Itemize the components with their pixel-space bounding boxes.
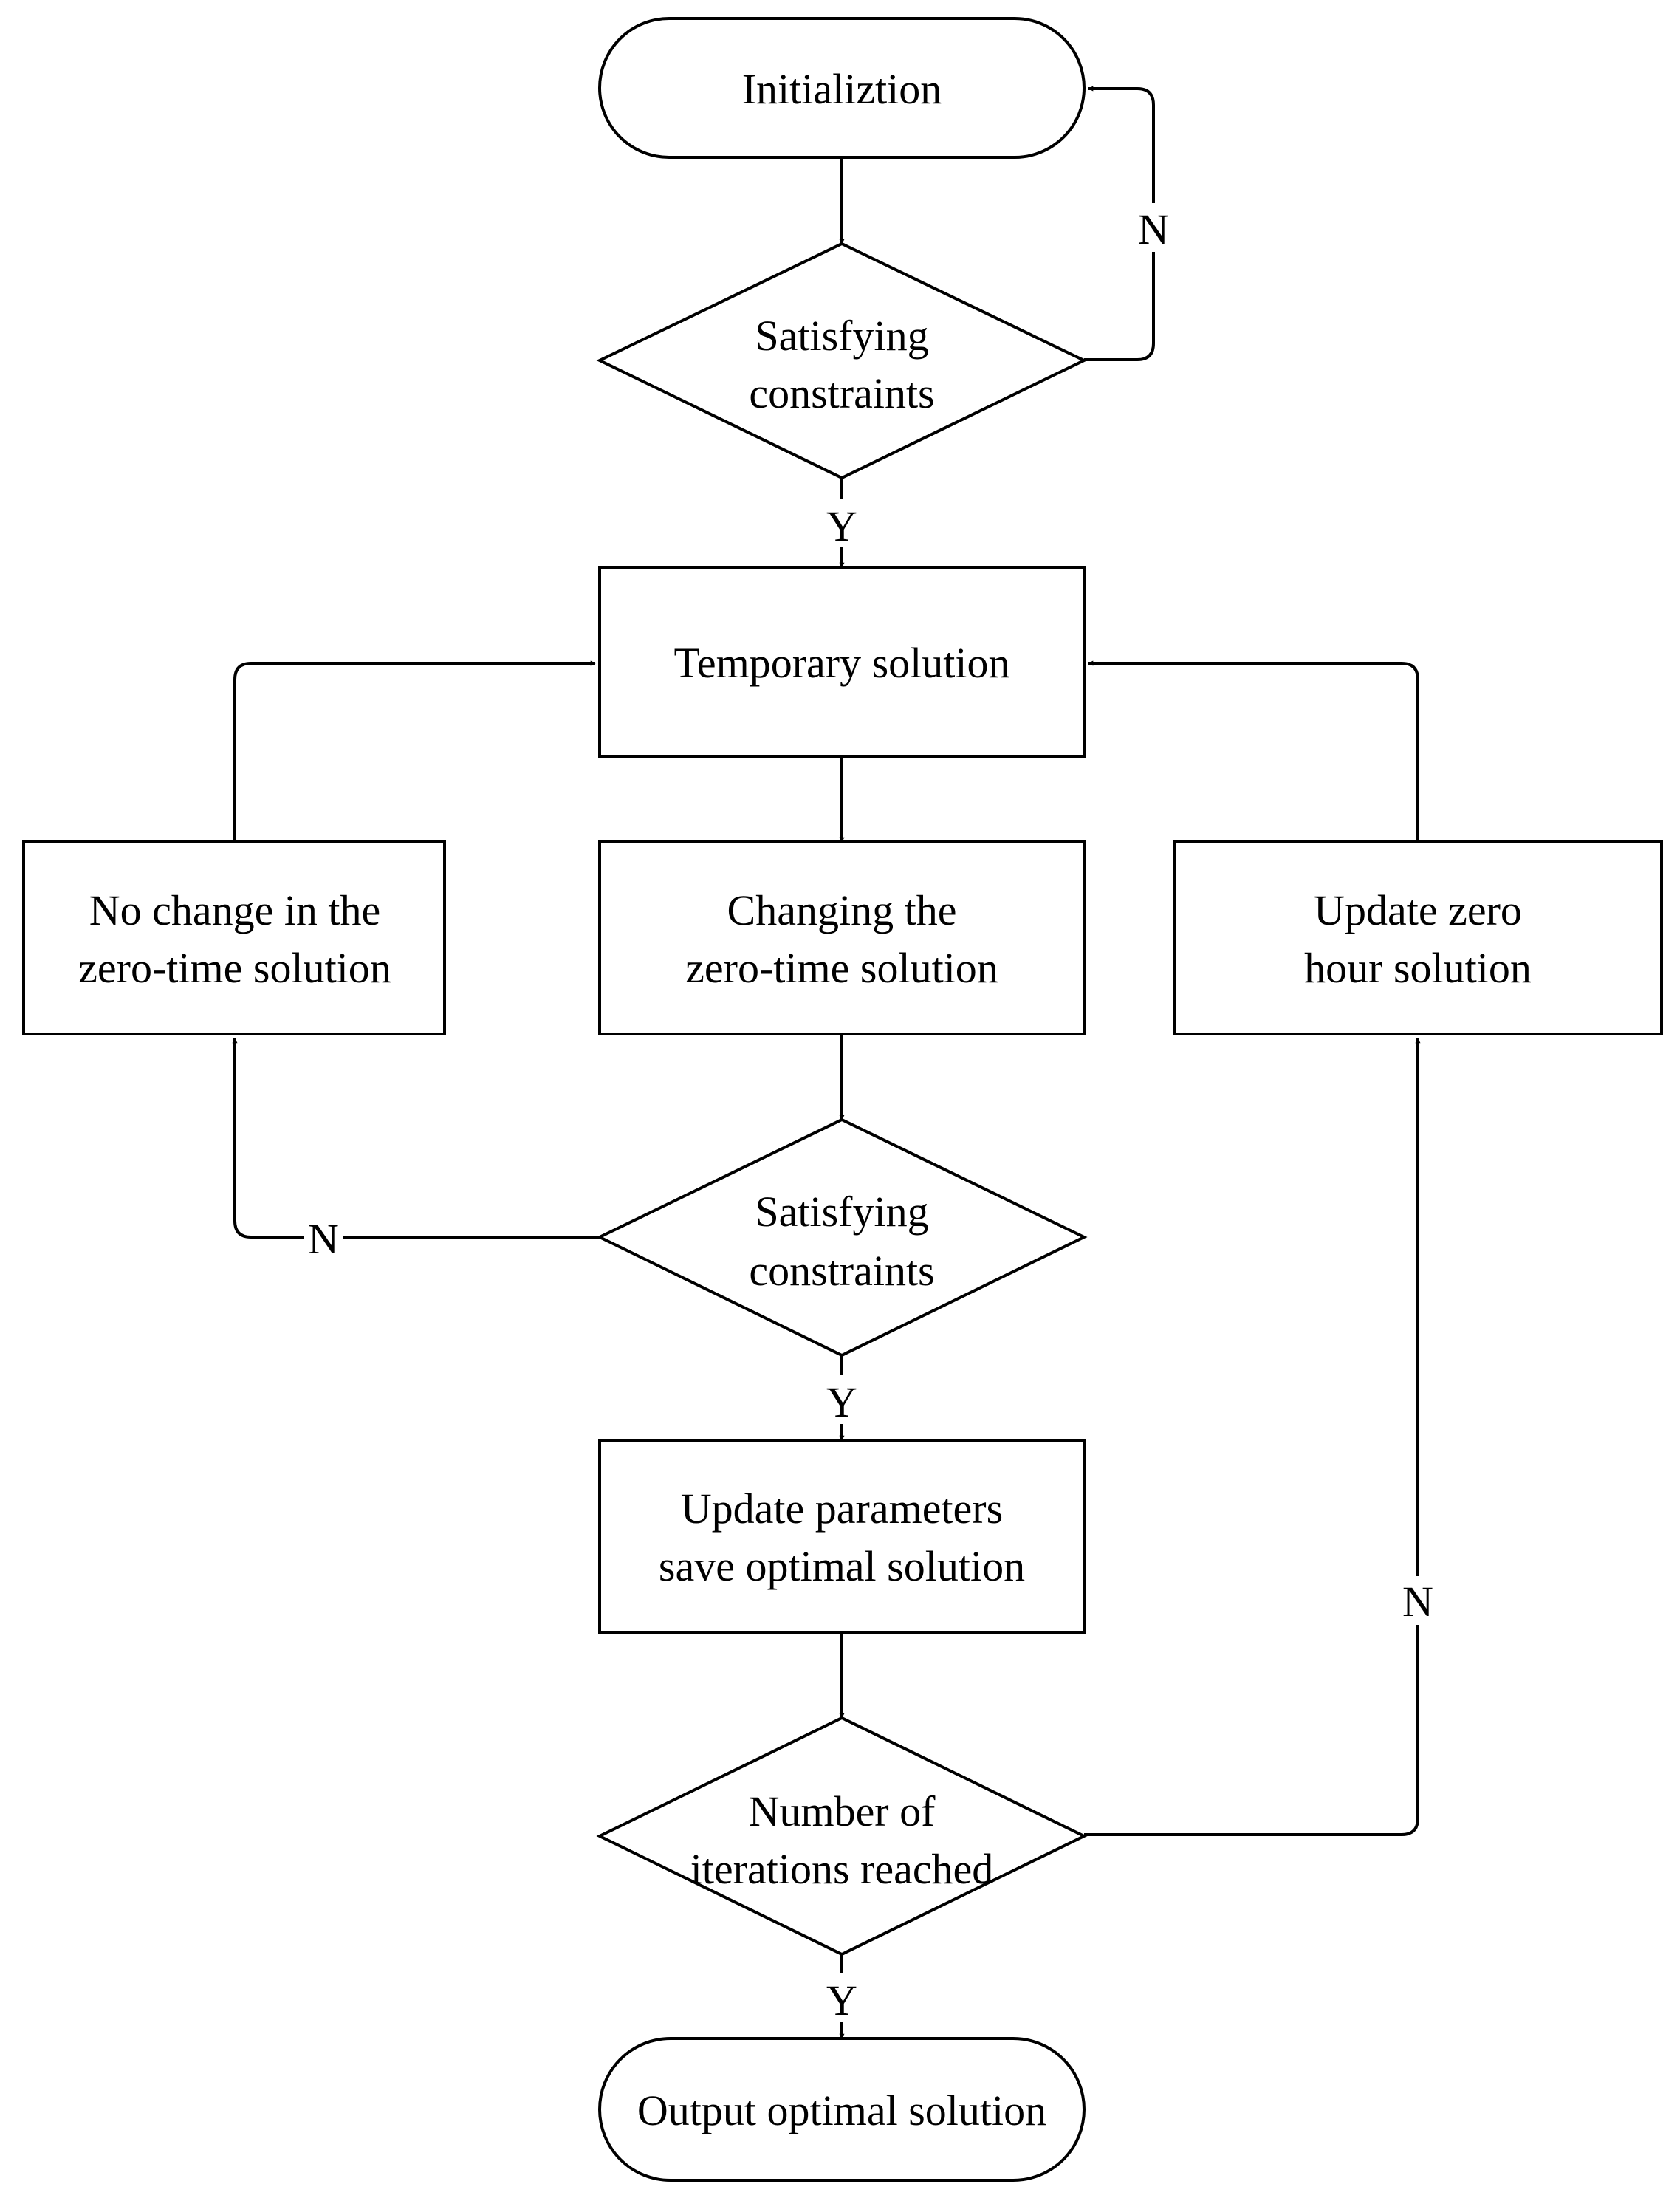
label-iterations-no: N <box>1399 1576 1437 1626</box>
label-check1-no: N <box>1136 203 1171 253</box>
node-output: Output optimal solution <box>598 2037 1086 2182</box>
label-iterations-yes: Y <box>824 1973 860 2024</box>
label-check2-no: N <box>304 1213 343 1263</box>
node-output-text: Output optimal solution <box>637 2086 1046 2134</box>
edge-no-change-to-temporary <box>233 660 596 842</box>
node-changing-line2: zero-time solution <box>685 944 998 992</box>
node-update-zero-line2: hour solution <box>1304 944 1532 992</box>
edge-labels: N Y N Y N Y <box>304 203 1437 2024</box>
node-no-change-line1: No change in the <box>89 886 381 934</box>
edges <box>232 86 1421 2039</box>
label-check1-no-text: N <box>1138 205 1169 253</box>
node-no-change-line2: zero-time solution <box>78 944 391 992</box>
node-check2-decision: Satisfying constraints <box>596 1117 1088 1358</box>
node-update-params-line1: Update parameters <box>681 1485 1003 1533</box>
node-check1-decision: Satisfying constraints <box>596 242 1088 480</box>
node-init-text: Initializtion <box>742 65 942 113</box>
node-init: Initializtion <box>598 17 1086 159</box>
node-no-change: No change in the zero-time solution <box>22 840 446 1035</box>
label-check2-yes-text: Y <box>826 1378 857 1426</box>
node-changing: Changing the zero-time solution <box>598 840 1086 1035</box>
node-changing-line1: Changing the <box>727 886 957 934</box>
edge-check2-no-to-no-change <box>232 1038 600 1239</box>
label-iterations-yes-text: Y <box>826 1976 857 2024</box>
label-check1-yes: Y <box>824 499 860 550</box>
label-iterations-no-text: N <box>1402 1578 1433 1626</box>
node-iterations-decision: Number of iterations reached <box>596 1716 1088 1956</box>
node-update-params-line2: save optimal solution <box>659 1542 1025 1590</box>
node-check2-line1: Satisfying <box>755 1188 928 1236</box>
node-temporary-solution: Temporary solution <box>598 566 1086 758</box>
label-check2-yes: Y <box>824 1375 860 1426</box>
node-temporary-text: Temporary solution <box>673 639 1009 687</box>
node-iterations-line2: iterations reached <box>690 1845 994 1893</box>
label-check2-no-text: N <box>308 1215 339 1263</box>
node-update-zero: Update zero hour solution <box>1173 840 1663 1035</box>
node-check1-line1: Satisfying <box>755 312 928 360</box>
node-iterations-line1: Number of <box>749 1787 936 1835</box>
node-update-params: Update parameters save optimal solution <box>598 1439 1086 1634</box>
node-update-zero-line1: Update zero <box>1314 886 1522 934</box>
node-check1-line2: constraints <box>749 369 934 417</box>
edge-update-zero-to-temporary <box>1088 660 1419 842</box>
node-check2-line2: constraints <box>749 1247 934 1295</box>
edge-iterations-no-to-update-zero <box>1084 1038 1421 1836</box>
label-check1-yes-text: Y <box>826 502 857 550</box>
